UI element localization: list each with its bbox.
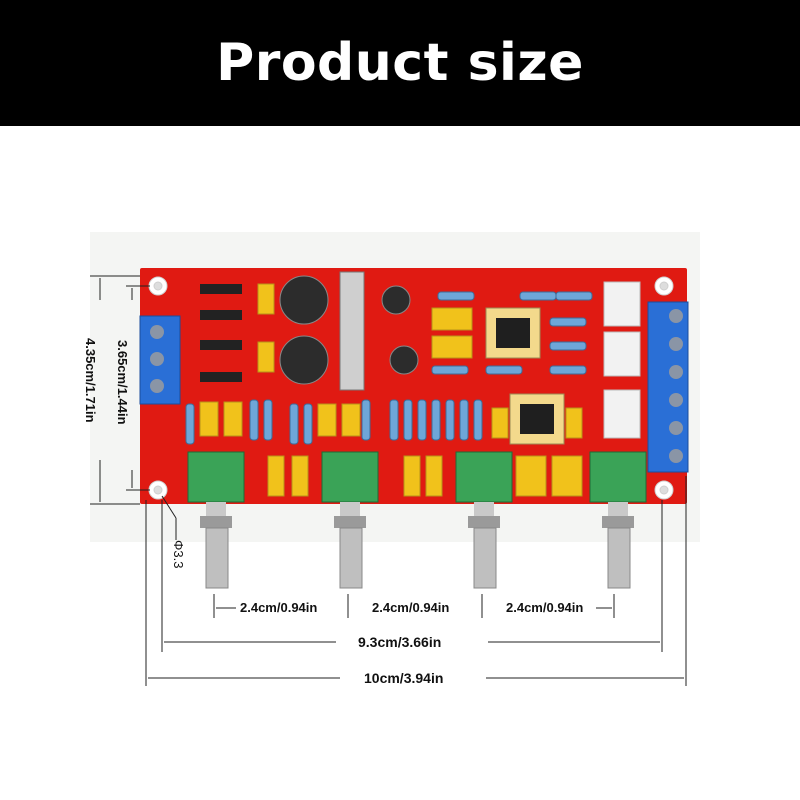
ic-chips [485,307,565,445]
left-terminal-block [139,315,181,405]
banner-title: Product size [216,33,584,93]
potentiometers [187,451,647,589]
pot-spacing-label-1: 2.4cm/0.94in [240,600,318,615]
white-connectors [603,281,641,439]
hole-diameter-label: Φ3.3 [171,540,186,569]
yellow-capacitors [199,283,583,497]
total-height-label: 4.35cm/1.71in [83,338,98,423]
pot-spacing-label-3: 2.4cm/0.94in [506,600,584,615]
dimension-lines [90,275,687,686]
title-banner: Product size [0,0,800,126]
diodes [200,284,242,382]
total-width-label: 10cm/3.94in [364,670,444,686]
regulator-heatsink [339,271,365,391]
pot-spacing-label-2: 2.4cm/0.94in [372,600,450,615]
hole-height-label: 3.65cm/1.44in [115,340,130,425]
right-terminal-block [647,301,689,473]
electrolytic-capacitors [279,275,419,385]
resistors [185,291,593,445]
hole-span-label: 9.3cm/3.66in [358,634,442,650]
